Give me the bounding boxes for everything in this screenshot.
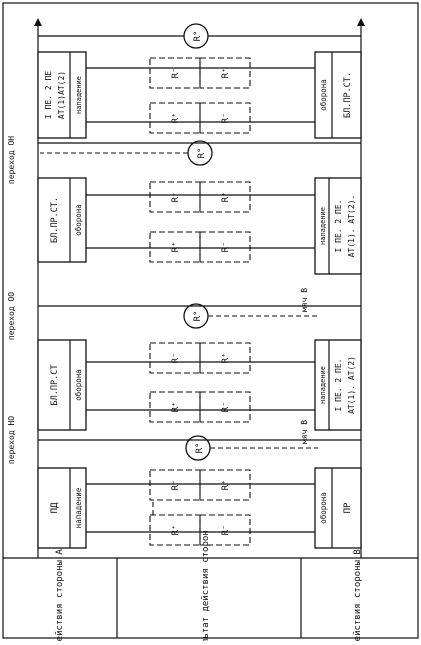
stage4-a-main1: I ПЕ. 2 ПЕ	[44, 71, 53, 119]
stage-2: БЛ.ПР.СТ оборона нападение I ПЕ. 2 ПЕ. А…	[37, 339, 362, 431]
stage2-a-mode: оборона	[74, 369, 83, 401]
stage3-b-box	[314, 177, 362, 275]
stage3-a-box	[37, 177, 87, 263]
stage1-r-zero: R°	[195, 443, 205, 454]
stage1-a-mode: нападение	[74, 487, 83, 528]
stage2-b-mode: нападение	[319, 366, 327, 404]
arrow-top-left-head	[34, 18, 42, 26]
stage1-b-box	[314, 467, 362, 549]
stage1-r-bot-right	[199, 514, 251, 546]
outer-frame	[2, 2, 419, 639]
stage1-r-top-right	[199, 469, 251, 501]
stage1-r-t1: R⁻	[171, 480, 181, 491]
stage4-b-main: БЛ.ПР.СТ.	[343, 72, 353, 118]
stage4-a-main2: АТ(1)АТ(2)	[57, 71, 66, 119]
stage4-b-mode: оборона	[319, 79, 328, 111]
stage3-b-mode: нападение	[319, 207, 327, 245]
stage4-a-box	[37, 51, 87, 139]
stage-1: ПД нападение оборона ПР R⁻ R⁺ R⁺ R⁻	[37, 467, 362, 549]
stage1-a-box	[37, 467, 87, 549]
stage1-r-t2: R⁺	[221, 480, 231, 491]
stage2-r-top-right	[199, 342, 251, 374]
stage2-r-t2: R⁺	[221, 353, 231, 364]
stage2-b-main1: I ПЕ. 2 ПЕ.	[334, 359, 343, 412]
stage1-b-mode: оборона	[319, 492, 328, 524]
stage3-a-main: БЛ.ПР.СТ.	[50, 197, 60, 243]
legend-side-a: Действия стороны А	[55, 549, 65, 641]
stage1-a-main: ПД	[50, 502, 60, 513]
stage4-r-t2: R⁺	[221, 68, 231, 79]
stage3-b-main2: АТ(1). АТ(2).	[347, 195, 356, 258]
stage2-b-box	[314, 339, 362, 431]
stage1-transition: переход НО	[7, 416, 16, 464]
stage3-transition: переход ОН	[7, 136, 16, 184]
stage2-a-main: БЛ.ПР.СТ	[50, 365, 60, 406]
stage2-a-box	[37, 339, 87, 431]
stage-4: I ПЕ. 2 ПЕ АТ(1)АТ(2) нападение оборона …	[37, 51, 362, 139]
stage-3: БЛ.ПР.СТ. оборона нападение I ПЕ. 2 ПЕ. …	[37, 177, 362, 275]
stage2-r-zero: R°	[193, 311, 203, 322]
stage2-r-t1: R⁻	[171, 353, 181, 364]
stage3-r-b1: R⁺	[171, 242, 181, 253]
stage3-b-main1: I ПЕ. 2 ПЕ.	[334, 200, 343, 253]
stage3-r-b2: R⁻	[221, 242, 231, 253]
stage2-r-b2: R⁻	[221, 402, 231, 413]
stage2-transition: переход ОО	[7, 292, 16, 340]
stage3-r-bot-right	[199, 231, 251, 263]
stage2-r-b1: R⁺	[171, 402, 181, 413]
stage4-a-mode: нападение	[75, 76, 83, 114]
stage2-ball-label: мяч В	[300, 288, 309, 312]
legend-result: Результат действия сторон	[201, 530, 211, 641]
stage4-r-b1: R⁺	[171, 113, 181, 124]
stage4-r-b2: R⁻	[221, 113, 231, 124]
stage4-r-bot-right	[199, 102, 251, 134]
stage3-r-top-right	[199, 181, 251, 213]
stage4-r-t1: R⁻	[171, 68, 181, 79]
stage3-r-t1: R⁻	[171, 192, 181, 203]
stage1-ball-label: мяч В	[300, 420, 309, 444]
stage3-r-t2: R⁺	[221, 192, 231, 203]
stage2-b-main2: АТ(1). АТ(2)	[347, 356, 356, 414]
stage1-r-b2: R⁻	[221, 525, 231, 536]
stage1-r-b1: R⁺	[171, 525, 181, 536]
stage3-a-mode: оборона	[74, 204, 83, 236]
arrow-top-right-head	[357, 18, 365, 26]
stage4-b-box	[314, 51, 362, 139]
stage4-r-top-right	[199, 57, 251, 89]
legend-side-b: Действия стороны В	[353, 549, 363, 641]
stage4-r-zero: R°	[193, 31, 203, 42]
stage1-b-main: ПР	[343, 502, 353, 513]
stage3-r-zero: R°	[197, 148, 207, 159]
stage2-r-bot-right	[199, 391, 251, 423]
